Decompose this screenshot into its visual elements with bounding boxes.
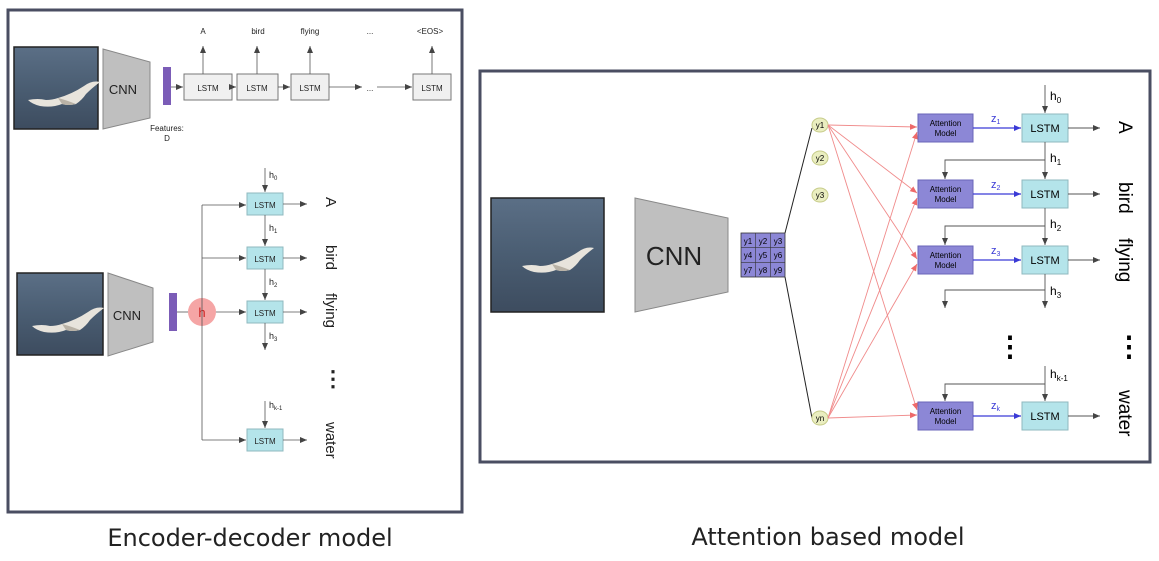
lstm-top-3-label: LSTM [299, 84, 321, 93]
z1-label: z1 [991, 113, 1001, 126]
attention-1-line1: Attention [930, 119, 962, 128]
lstm-top-4 [412, 73, 452, 101]
y-node-1-label: y1 [816, 121, 825, 130]
right-panel: CNN y1 y2 y3 y4 y5 y6 y7 y8 y9 y1 y2 y3 [478, 69, 1152, 464]
attention-2-line2: Model [935, 195, 957, 204]
top-diagram: CNN Features: D LSTM LSTM LSTM ... LSTM [13, 27, 452, 143]
attention-3-line1: Attention [930, 251, 962, 260]
lstm-top-2-label: LSTM [246, 84, 268, 93]
h2-label: h2 [269, 277, 278, 289]
cnn-label-top: CNN [109, 82, 137, 97]
cnn-block-top [102, 48, 151, 130]
left-panel: CNN Features: D LSTM LSTM LSTM ... LSTM [6, 8, 464, 514]
grid-y8: y8 [759, 266, 768, 275]
right-vdots-middle: ⋮ [996, 331, 1024, 362]
fan-line-bottom [784, 276, 813, 419]
lstm-right-k-label: LSTM [1030, 411, 1059, 423]
right-output-4: water [1114, 389, 1135, 437]
right-output-2: bird [1114, 182, 1135, 214]
h1-label: h1 [269, 223, 278, 235]
feature-vector-top [163, 67, 171, 105]
grid-y6: y6 [774, 251, 783, 260]
bottom-diagram: CNN h LSTM LSTM LSTM LSTM [16, 168, 344, 459]
bottom-output-4: water [322, 421, 339, 459]
grid-y1: y1 [744, 237, 753, 246]
lstm-bottom-4-label: LSTM [254, 437, 276, 446]
top-output-2: bird [251, 27, 264, 36]
right-output-1: A [1114, 121, 1135, 134]
grid-y9: y9 [774, 266, 783, 275]
right-h0-label: h0 [1050, 89, 1062, 105]
attention-3-line2: Model [935, 261, 957, 270]
right-h3-label: h3 [1050, 284, 1062, 300]
lstm-right-k [1021, 401, 1069, 431]
hidden-arrows [942, 85, 1048, 401]
cnn-block-bottom [107, 272, 154, 357]
zk-label: zk [991, 400, 1001, 413]
features-label-line1: Features: [150, 124, 184, 133]
bottom-output-1: A [322, 197, 339, 207]
attention-k-line2: Model [935, 417, 957, 426]
y-node-n-label: yn [816, 414, 824, 423]
feature-vector-bottom [169, 293, 177, 331]
top-output-5: <EOS> [417, 27, 444, 36]
lstm-bottom-1-label: LSTM [254, 201, 276, 210]
z2-label: z2 [991, 179, 1001, 192]
attention-model-3: Attention Model [917, 245, 974, 275]
lstm-right-2-label: LSTM [1030, 189, 1059, 201]
grid-y3: y3 [774, 237, 783, 246]
top-output-3: flying [301, 27, 320, 36]
attention-model-2: Attention Model [917, 179, 974, 209]
left-caption: Encoder-decoder model [107, 524, 392, 552]
lstm-top-1-label: LSTM [197, 84, 219, 93]
attention-2-line1: Attention [930, 185, 962, 194]
attention-model-k: Attention Model [917, 401, 974, 431]
bird-photo-right [490, 197, 605, 313]
lstm-bottom-3-label: LSTM [254, 309, 276, 318]
fan-line-top [784, 127, 813, 234]
y-node-3-label: y3 [816, 191, 825, 200]
attention-model-1: Attention Model [917, 113, 974, 143]
lstm-right-1-label: LSTM [1030, 123, 1059, 135]
y-node-2-label: y2 [816, 154, 825, 163]
top-output-1: A [200, 27, 206, 36]
lstm-top-1 [183, 73, 233, 101]
lstm-right-3-label: LSTM [1030, 255, 1059, 267]
features-label-line2: D [164, 134, 170, 143]
lstm-top-4-label: LSTM [421, 84, 443, 93]
cnn-label-right: CNN [646, 241, 702, 271]
feature-grid: y1 y2 y3 y4 y5 y6 y7 y8 y9 [740, 232, 786, 278]
right-caption: Attention based model [691, 523, 964, 551]
grid-y4: y4 [744, 251, 753, 260]
attention-1-line2: Model [935, 129, 957, 138]
z3-label: z3 [991, 245, 1001, 258]
bottom-vdots: ⋮ [322, 366, 344, 391]
attention-arrows [827, 123, 918, 419]
cnn-label-bottom: CNN [113, 308, 141, 323]
bottom-output-2: bird [322, 245, 339, 270]
lstm-bottom-2-label: LSTM [254, 255, 276, 264]
h3-label: h3 [269, 331, 278, 343]
grid-y5: y5 [759, 251, 768, 260]
grid-y7: y7 [744, 266, 753, 275]
bottom-output-3: flying [322, 293, 339, 328]
h0-label: h0 [269, 170, 278, 182]
top-output-4: ... [367, 27, 374, 36]
right-output-3: flying [1114, 238, 1135, 282]
right-vdots-output: ⋮ [1115, 331, 1143, 362]
grid-y2: y2 [759, 237, 768, 246]
y-node-3 [811, 187, 829, 203]
right-h2-label: h2 [1050, 217, 1062, 233]
lstm-right-1 [1021, 113, 1069, 143]
cnn-block-right [634, 197, 729, 313]
lstm-top-2 [236, 73, 279, 101]
right-h1-label: h1 [1050, 151, 1062, 167]
lstm-ellipsis: ... [367, 84, 374, 93]
y-node-2 [811, 150, 829, 166]
attention-k-line1: Attention [930, 407, 962, 416]
